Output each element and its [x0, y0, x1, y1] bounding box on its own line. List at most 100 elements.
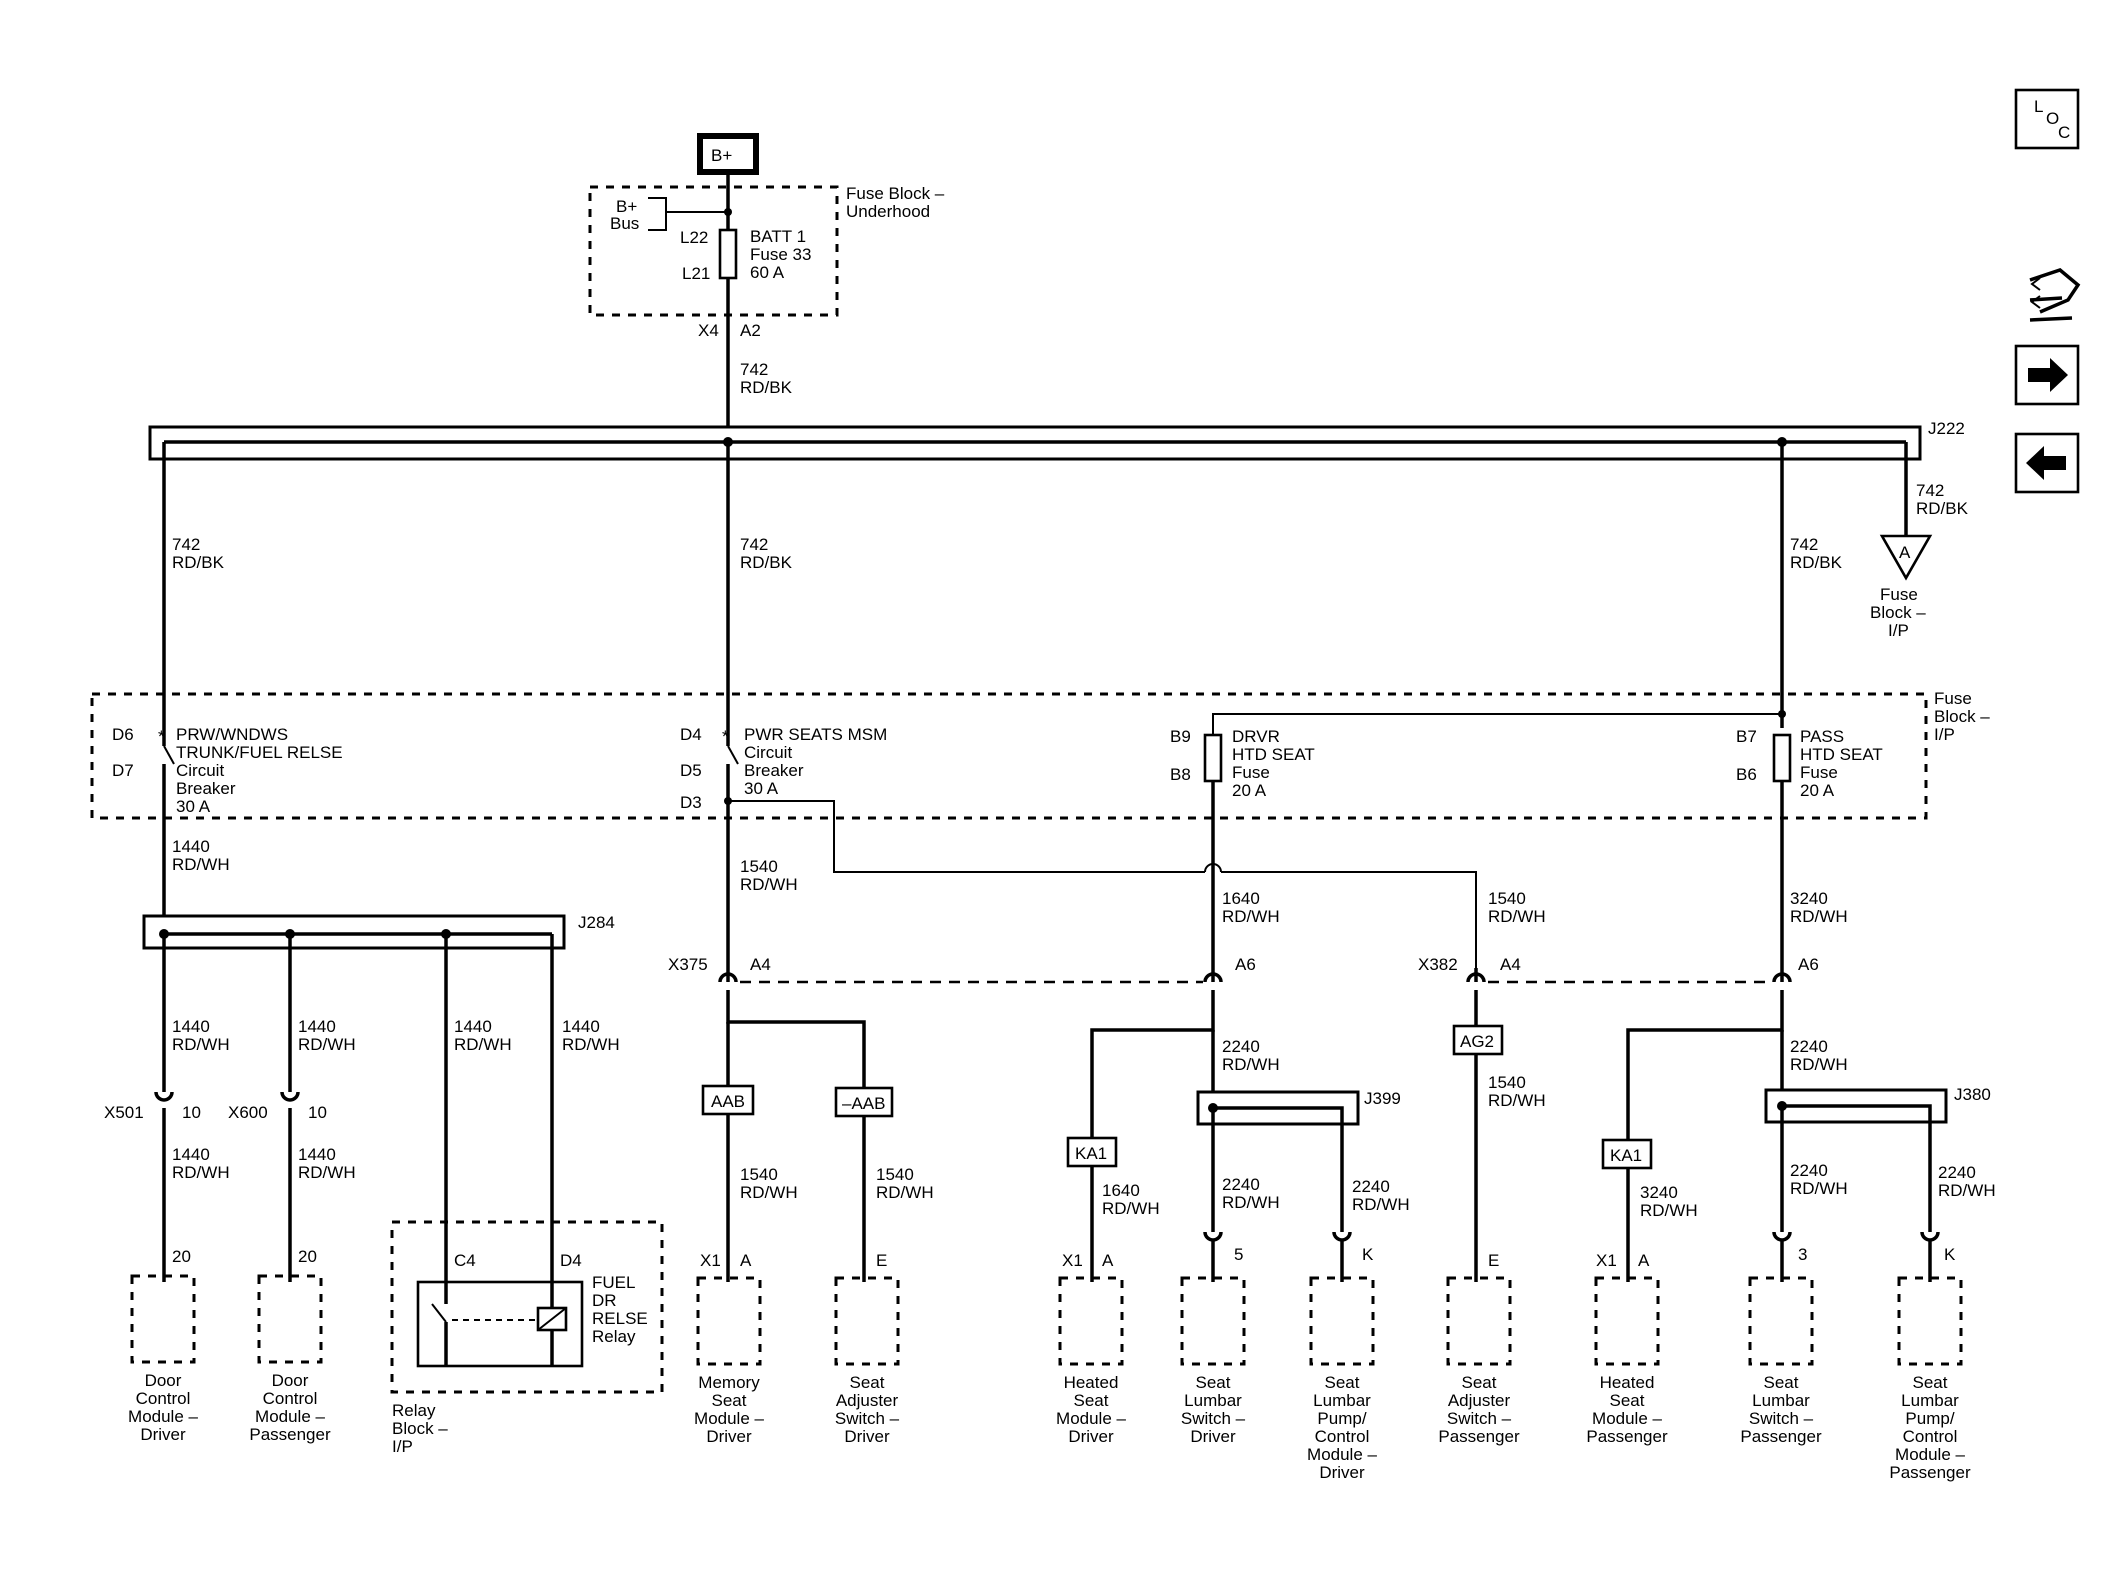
svg-text:I/P: I/P [1888, 621, 1909, 640]
svg-text:RD/BK: RD/BK [740, 553, 793, 572]
svg-text:I/P: I/P [392, 1437, 413, 1456]
svg-text:D5: D5 [680, 761, 702, 780]
svg-text:B7: B7 [1736, 727, 1757, 746]
svg-text:A6: A6 [1235, 955, 1256, 974]
svg-text:Block –: Block – [1934, 707, 1990, 726]
svg-text:3: 3 [1798, 1245, 1807, 1264]
svg-text:Circuit: Circuit [744, 743, 792, 762]
splice-j222: J222 [148, 419, 1965, 461]
svg-text:Seat: Seat [1462, 1373, 1497, 1392]
svg-text:1440: 1440 [562, 1017, 600, 1036]
svg-text:Driver: Driver [706, 1427, 752, 1446]
svg-text:Switch –: Switch – [835, 1409, 900, 1428]
svg-text:RD/WH: RD/WH [1352, 1195, 1410, 1214]
svg-text:Lumbar: Lumbar [1184, 1391, 1242, 1410]
svg-text:Pump/: Pump/ [1905, 1409, 1954, 1428]
fuel-dr-relse-relay: C4 D4 FUEL DR RELSE Relay Relay Block – … [390, 1220, 664, 1456]
module-seat-adjuster-switch-passenger: Seat Adjuster Switch – Passenger [1438, 1276, 1520, 1446]
svg-text:742: 742 [1916, 481, 1944, 500]
svg-text:A: A [1638, 1251, 1650, 1270]
svg-text:Driver: Driver [1190, 1427, 1236, 1446]
svg-text:2240: 2240 [1222, 1175, 1260, 1194]
svg-text:1540: 1540 [740, 857, 778, 876]
loc-button[interactable]: L O C [2014, 88, 2080, 150]
module-door-control-passenger: Door Control Module – Passenger [249, 1274, 331, 1444]
svg-text:742: 742 [740, 360, 768, 379]
splice-j284: J284 [142, 913, 615, 950]
fuse-block-ip-connector: A Fuse Block – I/P [1870, 534, 1933, 640]
svg-text:AG2: AG2 [1460, 1032, 1494, 1051]
svg-text:Fuse: Fuse [1880, 585, 1918, 604]
svg-text:Passenger: Passenger [1889, 1463, 1971, 1482]
svg-text:Module –: Module – [1056, 1409, 1126, 1428]
svg-text:Driver: Driver [1319, 1463, 1365, 1482]
svg-text:30 A: 30 A [176, 797, 211, 816]
loc-o: O [2046, 109, 2059, 128]
option-ka1-passenger: KA1 [1601, 1138, 1653, 1170]
svg-text:20 A: 20 A [1800, 781, 1835, 800]
svg-text:Heated: Heated [1600, 1373, 1655, 1392]
module-seat-lumbar-pump-driver: Seat Lumbar Pump/ Control Module – Drive… [1307, 1276, 1378, 1482]
svg-text:J399: J399 [1364, 1089, 1401, 1108]
svg-text:Fuse: Fuse [1800, 763, 1838, 782]
fuse-block-ip: Fuse Block – I/P [90, 689, 1990, 820]
svg-text:Passenger: Passenger [1438, 1427, 1520, 1446]
svg-text:30 A: 30 A [744, 779, 779, 798]
svg-text:1640: 1640 [1222, 889, 1260, 908]
svg-text:Bus: Bus [610, 214, 639, 233]
svg-text:BATT 1: BATT 1 [750, 227, 806, 246]
svg-text:RD/WH: RD/WH [740, 875, 798, 894]
svg-text:RD/WH: RD/WH [1790, 1179, 1848, 1198]
svg-text:Control: Control [1315, 1427, 1370, 1446]
svg-text:1640: 1640 [1102, 1181, 1140, 1200]
harness-tool-icon[interactable] [2029, 268, 2081, 322]
svg-text:2240: 2240 [1790, 1161, 1828, 1180]
svg-text:Pump/: Pump/ [1317, 1409, 1366, 1428]
svg-text:742: 742 [740, 535, 768, 554]
back-arrow-icon[interactable] [2014, 432, 2080, 494]
batt1-fuse [718, 228, 738, 280]
svg-text:Fuse Block –: Fuse Block – [846, 184, 945, 203]
svg-text:Relay: Relay [592, 1327, 636, 1346]
module-seat-lumbar-switch-driver: Seat Lumbar Switch – Driver [1180, 1276, 1246, 1446]
svg-text:J284: J284 [578, 913, 615, 932]
svg-text:RD/WH: RD/WH [562, 1035, 620, 1054]
bplus-source: B+ [697, 133, 759, 175]
svg-text:A4: A4 [750, 955, 771, 974]
svg-text:TRUNK/FUEL RELSE: TRUNK/FUEL RELSE [176, 743, 343, 762]
fuse-drvr-htd-seat: B9 B8 DRVR HTD SEAT Fuse 20 A [1170, 727, 1315, 968]
svg-text:Heated: Heated [1064, 1373, 1119, 1392]
module-seat-lumbar-switch-passenger: Seat Lumbar Switch – Passenger [1740, 1276, 1822, 1446]
svg-text:Lumbar: Lumbar [1901, 1391, 1959, 1410]
svg-text:KA1: KA1 [1610, 1146, 1642, 1165]
svg-text:RD/WH: RD/WH [298, 1163, 356, 1182]
svg-text:Module –: Module – [1307, 1445, 1377, 1464]
svg-text:X1: X1 [1062, 1251, 1083, 1270]
svg-text:B6: B6 [1736, 765, 1757, 784]
svg-text:–AAB: –AAB [842, 1094, 885, 1113]
svg-text:10: 10 [182, 1103, 201, 1122]
svg-text:E: E [1488, 1251, 1499, 1270]
module-heated-seat-driver: Heated Seat Module – Driver [1056, 1276, 1127, 1446]
next-arrow-icon[interactable] [2014, 344, 2080, 406]
svg-text:J380: J380 [1954, 1085, 1991, 1104]
svg-text:Module –: Module – [1592, 1409, 1662, 1428]
svg-text:RD/WH: RD/WH [1488, 1091, 1546, 1110]
svg-text:Fuse: Fuse [1232, 763, 1270, 782]
svg-text:Fuse 33: Fuse 33 [750, 245, 811, 264]
svg-text:B+: B+ [711, 146, 732, 165]
svg-text:Relay: Relay [392, 1401, 436, 1420]
fuse-pass-htd-seat: B7 B6 PASS HTD SEAT Fuse 20 A [1736, 727, 1883, 968]
svg-text:PASS: PASS [1800, 727, 1844, 746]
svg-text:1440: 1440 [172, 1017, 210, 1036]
svg-text:Seat: Seat [712, 1391, 747, 1410]
svg-text:A2: A2 [740, 321, 761, 340]
svg-text:B+: B+ [616, 197, 637, 216]
svg-text:Door: Door [145, 1371, 182, 1390]
svg-text:A4: A4 [1500, 955, 1521, 974]
svg-text:RD/WH: RD/WH [298, 1035, 356, 1054]
svg-text:K: K [1944, 1245, 1956, 1264]
svg-text:RD/BK: RD/BK [740, 378, 793, 397]
svg-text:742: 742 [172, 535, 200, 554]
svg-text:PRW/WNDWS: PRW/WNDWS [176, 725, 288, 744]
